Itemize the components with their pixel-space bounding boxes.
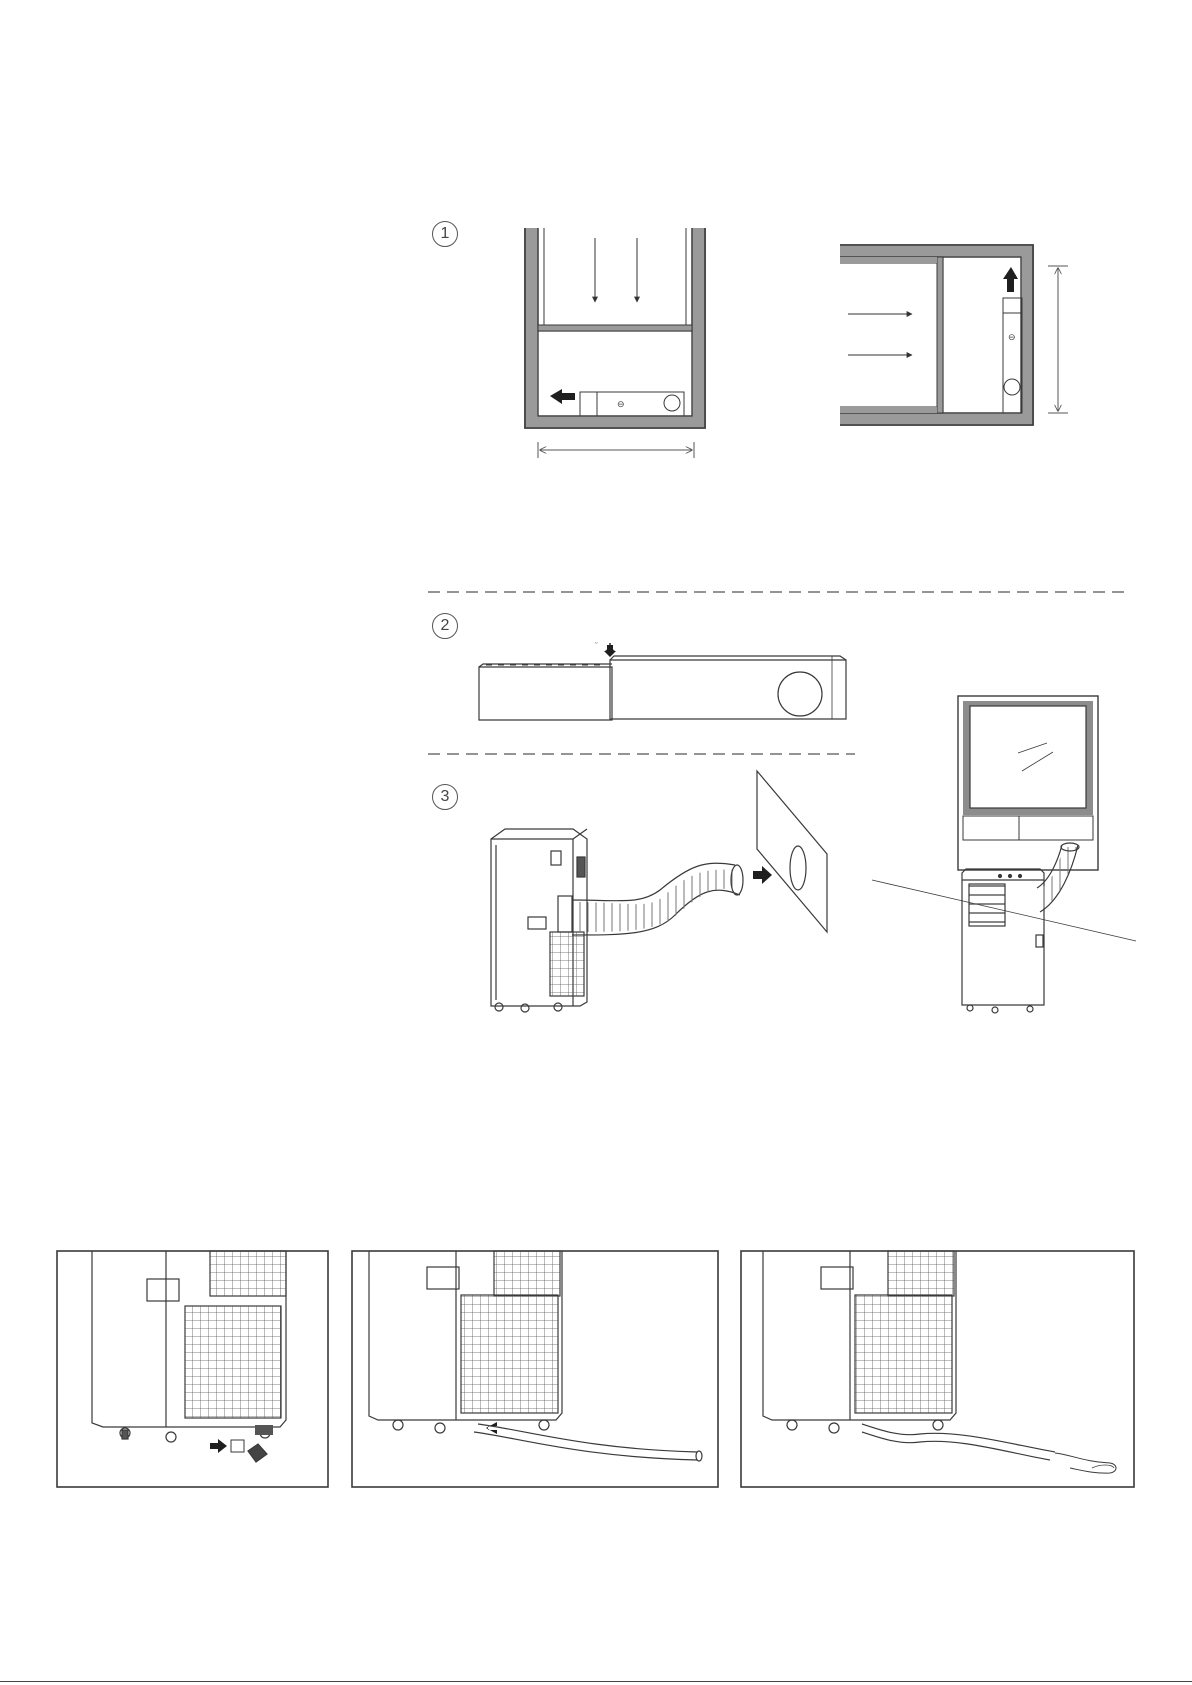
drain-plug-removal-icon bbox=[57, 1251, 328, 1487]
air-conditioner-hose-to-slider-icon bbox=[491, 771, 827, 1012]
page-bottom-rule bbox=[0, 1681, 1192, 1682]
sash-window-vertical-slider-icon: ⊖ bbox=[525, 228, 705, 458]
svg-text:⊖: ⊖ bbox=[617, 400, 625, 410]
air-conditioner-installed-at-window-icon bbox=[872, 696, 1136, 1013]
drain-hose-draining-icon bbox=[741, 1251, 1134, 1487]
window-slider-assembly-icon: ᵕ bbox=[479, 640, 846, 720]
svg-text:ᵕ: ᵕ bbox=[595, 640, 598, 647]
sliding-window-horizontal-slider-icon: ⊖ bbox=[840, 245, 1068, 425]
drain-hose-connection-icon bbox=[352, 1251, 718, 1487]
svg-text:⊖: ⊖ bbox=[1008, 332, 1016, 342]
